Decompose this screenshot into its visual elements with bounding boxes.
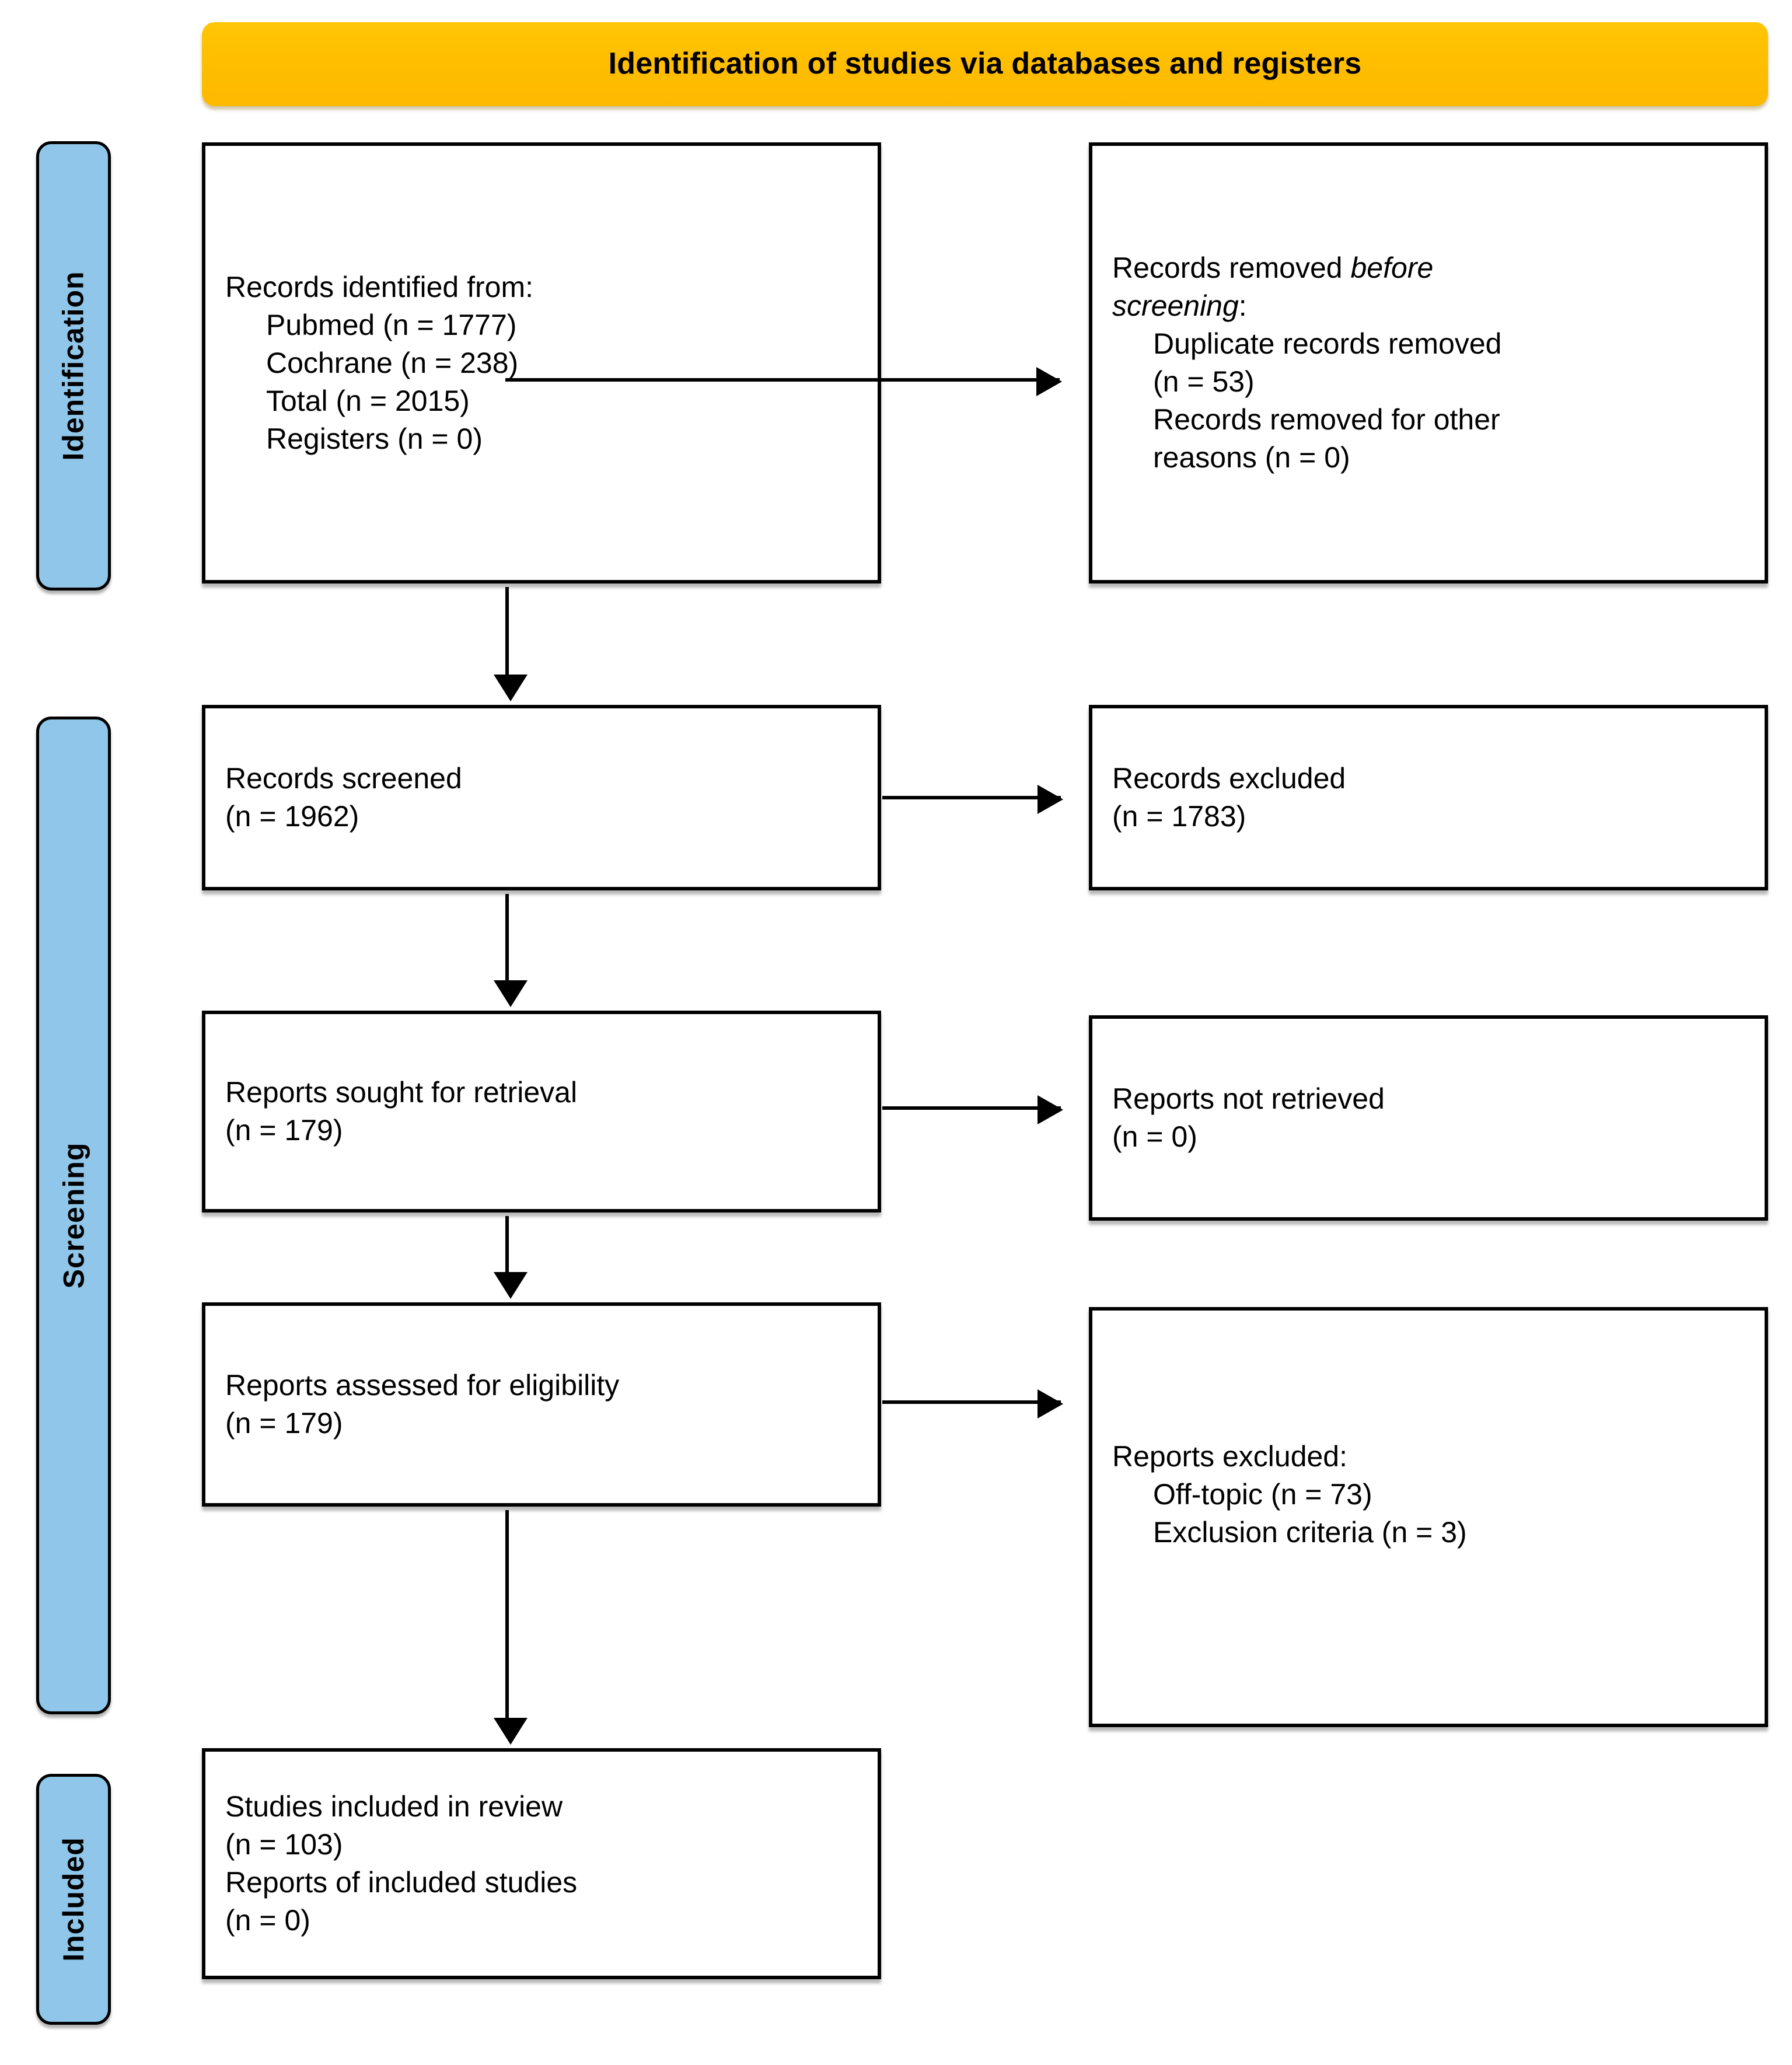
removed-prefix: Records removed xyxy=(1112,251,1351,284)
removed-italic-screening: screening xyxy=(1112,289,1239,322)
stage-tab-included: Included xyxy=(36,1774,111,2025)
box-line: Exclusion criteria (n = 3) xyxy=(1153,1515,1467,1549)
box-line: Duplicate records removed xyxy=(1153,327,1502,360)
box-reports-excluded: Reports excluded: Off-topic (n = 73) Exc… xyxy=(1089,1307,1768,1727)
box-line: Registers (n = 0) xyxy=(266,422,483,455)
removed-italic-before: before xyxy=(1350,251,1434,284)
box-line: screening: xyxy=(1112,287,1745,325)
box-reports-not-retrieved: Reports not retrieved (n = 0) xyxy=(1089,1015,1768,1221)
box-line: (n = 1962) xyxy=(225,800,359,833)
box-line: Records screened xyxy=(225,762,462,795)
box-line: Studies included in review xyxy=(225,1790,563,1823)
stage-tab-screening: Screening xyxy=(36,717,111,1714)
box-line: Records excluded xyxy=(1112,762,1346,795)
box-line: Total (n = 2015) xyxy=(266,384,470,417)
box-line: Pubmed (n = 1777) xyxy=(266,308,517,341)
box-line: (n = 53) xyxy=(1153,365,1255,398)
box-line: Off-topic (n = 73) xyxy=(1153,1477,1372,1511)
arrow-sought-to-assessed xyxy=(494,1216,528,1299)
box-line: Cochrane (n = 238) xyxy=(266,346,519,379)
box-records-screened: Records screened (n = 1962) xyxy=(202,705,881,890)
box-line: (n = 103) xyxy=(225,1828,343,1861)
box-records-excluded: Records excluded (n = 1783) xyxy=(1089,705,1768,890)
arrow-identified-to-screened xyxy=(494,587,528,701)
stage-tab-identification: Identification xyxy=(36,141,111,591)
box-reports-sought-for-retrieval: Reports sought for retrieval (n = 179) xyxy=(202,1011,881,1213)
box-line: (n = 0) xyxy=(1112,1120,1197,1153)
banner-title: Identification of studies via databases … xyxy=(608,47,1362,81)
stage-label-screening: Screening xyxy=(57,1142,90,1289)
box-line: Reports sought for retrieval xyxy=(225,1076,578,1109)
arrow-sought-to-not-retrieved xyxy=(882,1095,1063,1124)
arrow-assessed-to-reports-excluded xyxy=(882,1389,1063,1418)
stage-label-included: Included xyxy=(57,1837,90,1962)
arrow-identified-to-removed xyxy=(505,367,1062,396)
arrow-screened-to-excluded xyxy=(882,785,1063,814)
stage-label-identification: Identification xyxy=(57,271,90,461)
box-studies-included: Studies included in review (n = 103) Rep… xyxy=(202,1748,881,1979)
box-line: (n = 0) xyxy=(225,1904,310,1937)
box-reports-assessed-for-eligibility: Reports assessed for eligibility (n = 17… xyxy=(202,1302,881,1507)
box-line: Records removed before xyxy=(1112,249,1745,287)
box-line: (n = 179) xyxy=(225,1407,343,1439)
arrow-screened-to-sought xyxy=(494,894,528,1007)
box-line: Reports assessed for eligibility xyxy=(225,1369,620,1402)
box-line: Reports of included studies xyxy=(225,1866,578,1899)
box-records-identified: Records identified from: Pubmed (n = 177… xyxy=(202,142,881,583)
box-line: (n = 1783) xyxy=(1112,800,1246,833)
box-line: Records identified from: xyxy=(225,270,534,303)
box-line: reasons (n = 0) xyxy=(1153,441,1350,474)
arrow-assessed-to-included xyxy=(494,1510,528,1745)
removed-colon: : xyxy=(1238,289,1247,322)
box-records-removed-before-screening: Records removed before screening: Duplic… xyxy=(1089,142,1768,583)
header-banner: Identification of studies via databases … xyxy=(202,22,1768,106)
box-line: Reports excluded: xyxy=(1112,1439,1348,1473)
box-line: Records removed for other xyxy=(1153,403,1500,436)
box-line: Reports not retrieved xyxy=(1112,1082,1385,1115)
box-line: (n = 179) xyxy=(225,1114,343,1147)
